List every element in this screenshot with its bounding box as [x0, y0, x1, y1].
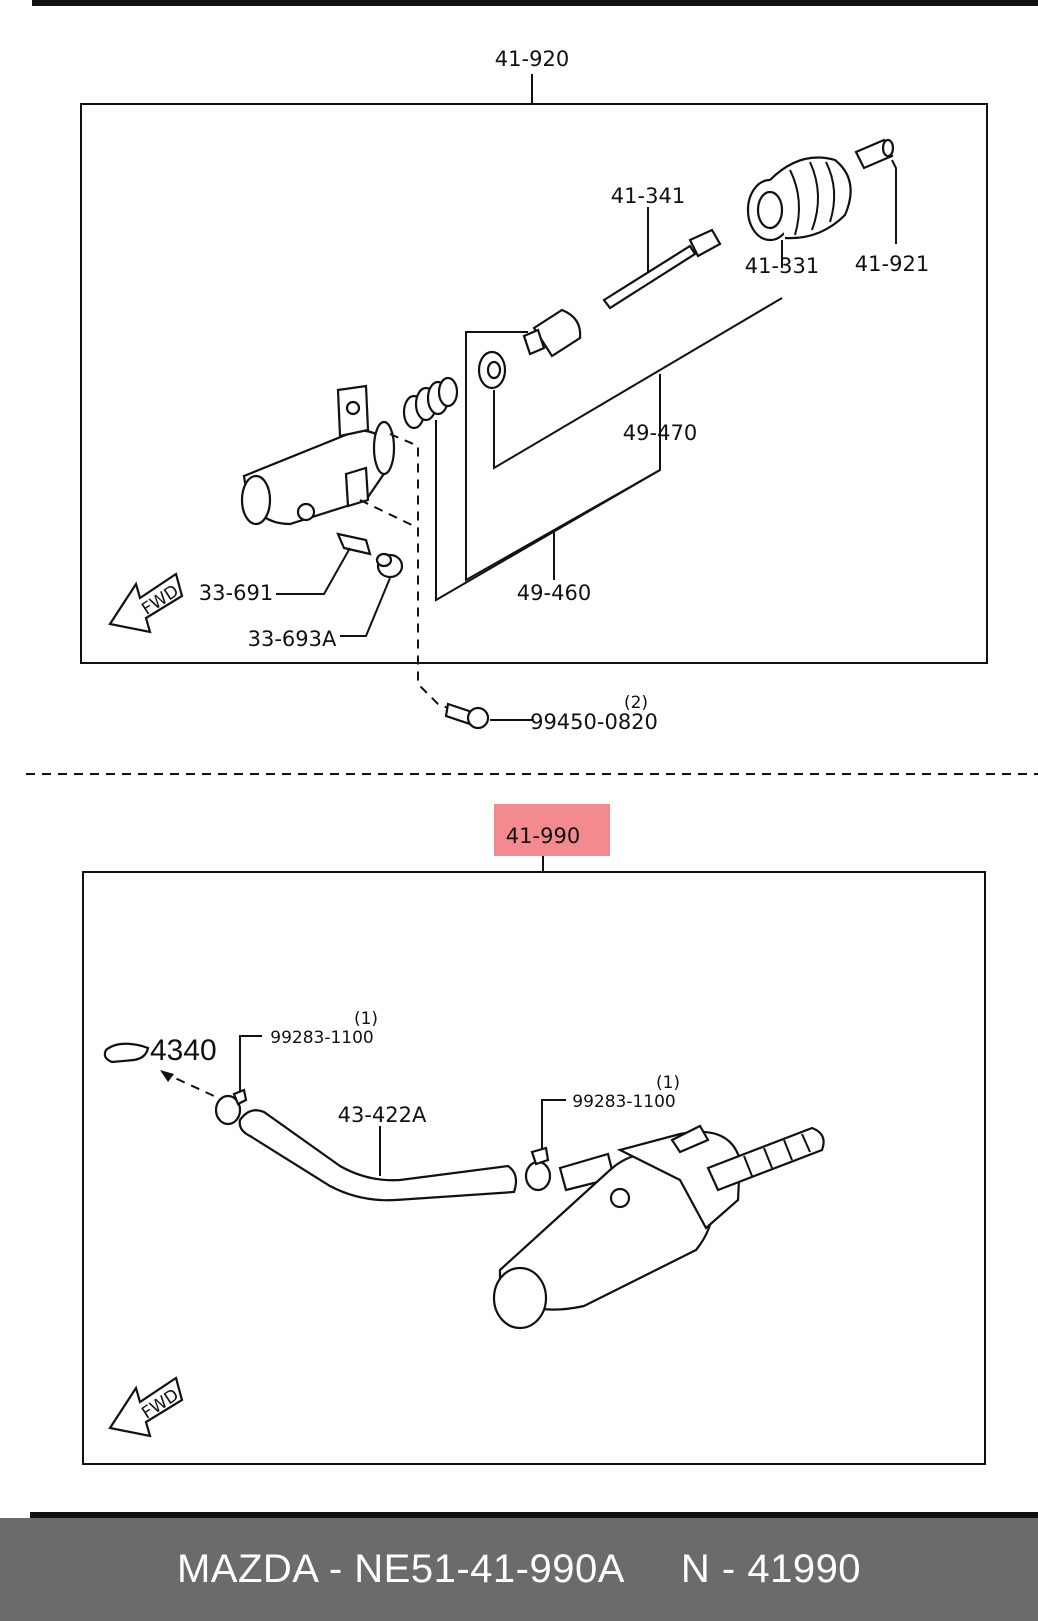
callout-41-921[interactable]: 41-921: [855, 252, 929, 276]
part-number-footer: MAZDA - NE51-41-990A N - 41990: [0, 1518, 1038, 1621]
bolt-part[interactable]: [444, 702, 490, 730]
fwd-arrow-icon-2: FWD: [108, 1376, 184, 1438]
callout-43-422a[interactable]: 43-422A: [338, 1103, 427, 1127]
callout-99283-1100-a[interactable]: 99283-1100: [270, 1028, 373, 1048]
assembly-label-41-920[interactable]: 41-920: [495, 47, 569, 71]
footer-ref-number: N - 41990: [680, 1547, 862, 1591]
top-assembly: 41-920 41-341 41-331 41-921: [80, 47, 988, 734]
push-rod-part[interactable]: [602, 228, 722, 310]
bleeder-screw-part[interactable]: [336, 532, 372, 556]
assembly-label-41-990[interactable]: 41-990: [506, 824, 580, 848]
callout-49-470[interactable]: 49-470: [623, 421, 697, 445]
callout-49-460[interactable]: 49-460: [517, 581, 591, 605]
top-frame: [80, 103, 988, 664]
callout-33-693a[interactable]: 33-693A: [248, 627, 337, 651]
callout-99450-0820[interactable]: 99450-0820: [530, 710, 658, 734]
pointing-hand-icon: [103, 1042, 150, 1064]
piston-part[interactable]: [522, 308, 582, 358]
parts-diagram: 41-920 41-341 41-331 41-921: [26, 0, 1038, 1518]
footer-part-number: MAZDA - NE51-41-990A: [176, 1547, 625, 1591]
callout-41-331[interactable]: 41-331: [745, 254, 819, 278]
bleeder-cap-part[interactable]: [375, 552, 404, 579]
bottom-border: [30, 1512, 1038, 1518]
highlight-41-990: [494, 804, 610, 856]
qty-99283-1100-b: (1): [656, 1073, 680, 1093]
master-cylinder-part[interactable]: [492, 1124, 825, 1330]
ref-4340[interactable]: 4340: [150, 1034, 217, 1067]
hose-clamp-1-part[interactable]: [214, 1088, 248, 1126]
callout-33-691[interactable]: 33-691: [199, 581, 273, 605]
bottom-assembly: 41-990 4340 99283-1100 (1) 43-422A 9928: [82, 804, 986, 1465]
bottom-frame: [82, 871, 986, 1465]
fwd-arrow-icon: FWD: [108, 572, 184, 634]
callout-41-341[interactable]: 41-341: [611, 184, 685, 208]
seal-part[interactable]: [477, 350, 507, 390]
spring-part[interactable]: [402, 376, 459, 430]
top-border: [32, 0, 1038, 6]
boot-part[interactable]: [746, 156, 852, 242]
qty-99450-0820: (2): [624, 693, 648, 713]
callout-99283-1100-b[interactable]: 99283-1100: [572, 1092, 675, 1112]
qty-99283-1100-a: (1): [354, 1009, 378, 1029]
pin-part[interactable]: [854, 138, 895, 170]
clutch-hose-part[interactable]: [238, 1109, 518, 1202]
hose-clamp-2-part[interactable]: [524, 1146, 552, 1192]
release-cylinder-part[interactable]: [240, 384, 396, 526]
